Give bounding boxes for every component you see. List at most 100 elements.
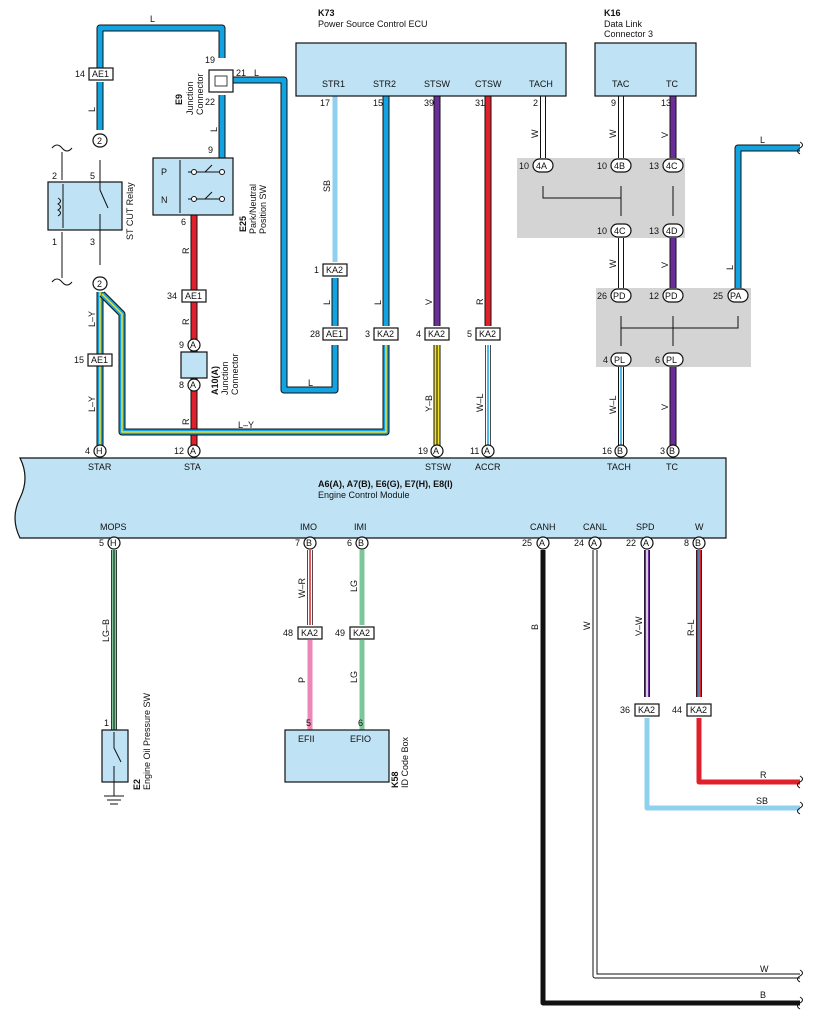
wire-label-w-mid: W bbox=[608, 259, 618, 268]
wire-label-ly-upper: L–Y bbox=[87, 311, 97, 327]
wire-label-wl-accr: W–L bbox=[475, 393, 485, 412]
svg-text:44: 44 bbox=[672, 705, 682, 715]
k16-pin-tc: TC bbox=[666, 79, 678, 89]
wire-label-b-right: B bbox=[760, 990, 766, 1000]
svg-text:25: 25 bbox=[522, 538, 532, 548]
e2-code: E2 bbox=[132, 779, 142, 790]
ecm-pin-canh: CANH bbox=[530, 522, 556, 532]
relay-coil bbox=[57, 197, 61, 217]
svg-text:AE1: AE1 bbox=[326, 329, 343, 339]
a10-name-1: Junction bbox=[220, 361, 230, 395]
svg-text:KA2: KA2 bbox=[479, 329, 496, 339]
ecm-pin-tach: TACH bbox=[607, 462, 631, 472]
ecm-pin-accr: ACCR bbox=[475, 462, 501, 472]
wire-label-wl-tach: W–L bbox=[608, 395, 618, 414]
connector-ae1-28: AE1 28 bbox=[310, 327, 348, 341]
wire-label-l-right: L bbox=[760, 135, 765, 145]
e25-code: E25 bbox=[238, 216, 248, 232]
svg-text:4: 4 bbox=[603, 355, 608, 365]
k73-num-39: 39 bbox=[424, 98, 434, 108]
wire-label-r-right: R bbox=[760, 770, 767, 780]
svg-text:B: B bbox=[617, 446, 623, 456]
wire-label-w-tac: W bbox=[608, 129, 618, 138]
connector-4c-bottom: 4C 10 bbox=[597, 223, 632, 238]
connector-a8: A 8 bbox=[179, 378, 201, 392]
wire-label-l-21: L bbox=[254, 68, 259, 78]
connector-ka2-5: KA2 5 bbox=[467, 327, 501, 341]
relay-contacts bbox=[62, 160, 109, 265]
connector-ae1-14: AE1 14 bbox=[75, 67, 114, 81]
wire-ly-ka2 bbox=[99, 291, 390, 436]
wire-label-yb: Y–B bbox=[424, 395, 434, 412]
connector-pl-6: PL 6 bbox=[655, 352, 684, 367]
connector-pl-4: PL 4 bbox=[603, 352, 632, 367]
k58-num-5: 5 bbox=[306, 718, 311, 728]
wire-label-lgb: LG–B bbox=[101, 619, 111, 642]
svg-text:13: 13 bbox=[649, 161, 659, 171]
svg-text:4D: 4D bbox=[666, 226, 678, 236]
svg-text:8: 8 bbox=[684, 538, 689, 548]
ecm-pin-imi: IMI bbox=[354, 522, 367, 532]
svg-text:PD: PD bbox=[665, 291, 678, 301]
k58-pin-efio: EFIO bbox=[350, 734, 371, 744]
svg-text:B: B bbox=[306, 538, 312, 548]
connector-2-top: 2 bbox=[92, 133, 108, 148]
ecm-pin-w: W bbox=[695, 522, 704, 532]
svg-text:7: 7 bbox=[295, 538, 300, 548]
k16-code: K16 bbox=[604, 8, 621, 18]
svg-text:6: 6 bbox=[347, 538, 352, 548]
connector-pd-12: PD 12 bbox=[649, 288, 684, 303]
wire-label-ly-horizontal: L–Y bbox=[238, 420, 254, 430]
e25-switch-contacts bbox=[188, 164, 225, 200]
k16-dlc bbox=[594, 42, 697, 97]
ecm-pin-sta: STA bbox=[184, 462, 201, 472]
wire-label-sb-right: SB bbox=[756, 796, 768, 806]
k58-id-code-box bbox=[284, 729, 390, 783]
wire-label-v-tc-lower: V bbox=[660, 404, 670, 410]
wire-label-r-a10-bottom: R bbox=[181, 418, 191, 425]
wire-label-ly-lower: L–Y bbox=[87, 396, 97, 412]
wire-label-v-tc: V bbox=[660, 132, 670, 138]
svg-text:10: 10 bbox=[597, 226, 607, 236]
svg-text:AE1: AE1 bbox=[185, 291, 202, 301]
svg-text:KA2: KA2 bbox=[301, 628, 318, 638]
connector-4c-top: 4C 13 bbox=[649, 158, 684, 173]
a10-junction-connector bbox=[180, 351, 208, 379]
ecm-conn-tc: B 3 bbox=[660, 444, 680, 458]
ecm-conn-sta: A 12 bbox=[174, 444, 201, 458]
wire-label-l-top: L bbox=[150, 14, 155, 24]
e9-name-2: Connector bbox=[195, 73, 205, 115]
svg-text:22: 22 bbox=[626, 538, 636, 548]
ecm-pin-mops: MOPS bbox=[100, 522, 127, 532]
ecm-conn-w: B 8 bbox=[684, 536, 706, 550]
svg-text:4: 4 bbox=[85, 446, 90, 456]
wire-label-vw: V–W bbox=[634, 616, 644, 636]
wire-l-pa bbox=[734, 144, 800, 288]
wire-label-w-tach: W bbox=[530, 129, 540, 138]
wire-label-rl: R–L bbox=[686, 619, 696, 636]
wire-label-sb: SB bbox=[322, 180, 332, 192]
svg-text:8: 8 bbox=[179, 380, 184, 390]
junction-line-pd bbox=[620, 316, 739, 346]
svg-text:14: 14 bbox=[75, 69, 85, 79]
ecm-pin-tc: TC bbox=[666, 462, 678, 472]
svg-text:36: 36 bbox=[620, 705, 630, 715]
svg-text:A: A bbox=[190, 380, 196, 390]
svg-text:KA2: KA2 bbox=[353, 628, 370, 638]
svg-text:34: 34 bbox=[167, 291, 177, 301]
svg-text:25: 25 bbox=[713, 291, 723, 301]
svg-text:H: H bbox=[110, 538, 117, 548]
k73-pin-str1: STR1 bbox=[322, 79, 345, 89]
svg-text:9: 9 bbox=[179, 340, 184, 350]
k58-name: ID Code Box bbox=[400, 736, 410, 788]
connector-ka2-36: KA2 36 bbox=[620, 703, 660, 717]
e2-engine-oil-pressure-sw bbox=[101, 729, 129, 783]
a10-name-2: Connector bbox=[230, 353, 240, 395]
svg-text:A: A bbox=[539, 538, 545, 548]
svg-text:48: 48 bbox=[283, 628, 293, 638]
connector-ka2-48: KA2 48 bbox=[283, 626, 323, 640]
svg-text:19: 19 bbox=[418, 446, 428, 456]
wire-label-v-mid: V bbox=[660, 262, 670, 268]
wire-label-lg-lower: LG bbox=[349, 671, 359, 683]
